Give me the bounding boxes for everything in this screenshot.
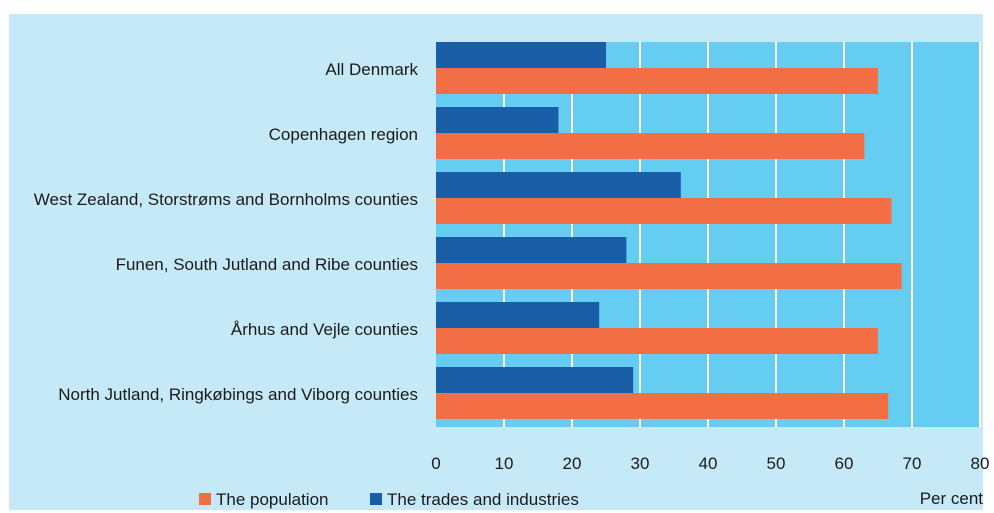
category-label: Copenhagen region: [269, 125, 418, 144]
grid-lines: [503, 42, 981, 427]
bars: [436, 42, 902, 419]
bar-population: [436, 393, 889, 419]
bar-trades: [436, 237, 627, 263]
legend-label-population: The population: [216, 490, 328, 509]
x-axis-unit-label: Per cent: [920, 489, 984, 508]
legend-swatch-trades: [370, 493, 382, 505]
bar-trades: [436, 302, 600, 328]
bar-population: [436, 328, 878, 354]
bar-trades: [436, 42, 606, 68]
category-label: West Zealand, Storstrøms and Bornholms c…: [34, 190, 418, 209]
bar-population: [436, 68, 878, 94]
x-tick-label: 0: [431, 454, 440, 473]
bar-trades: [436, 367, 634, 393]
x-tick-label: 10: [495, 454, 514, 473]
x-tick-label: 80: [971, 454, 990, 473]
category-label: Funen, South Jutland and Ribe counties: [116, 255, 418, 274]
bar-population: [436, 198, 892, 224]
x-tick-label: 20: [563, 454, 582, 473]
bar-trades: [436, 172, 681, 198]
legend-swatch-population: [199, 493, 211, 505]
category-label: North Jutland, Ringkøbings and Viborg co…: [58, 385, 418, 404]
bar-trades: [436, 107, 559, 133]
x-tick-label: 40: [699, 454, 718, 473]
x-tick-label: 60: [835, 454, 854, 473]
x-axis-ticks: 0 10 20 30 40 50 60 70 80: [431, 454, 989, 473]
category-label: Århus and Vejle counties: [231, 320, 418, 339]
x-tick-label: 50: [767, 454, 786, 473]
x-tick-label: 70: [903, 454, 922, 473]
bar-population: [436, 133, 865, 159]
legend: The population The trades and industries: [199, 490, 579, 509]
category-label: All Denmark: [325, 60, 418, 79]
bar-population: [436, 263, 902, 289]
x-tick-label: 30: [631, 454, 650, 473]
legend-label-trades: The trades and industries: [387, 490, 579, 509]
